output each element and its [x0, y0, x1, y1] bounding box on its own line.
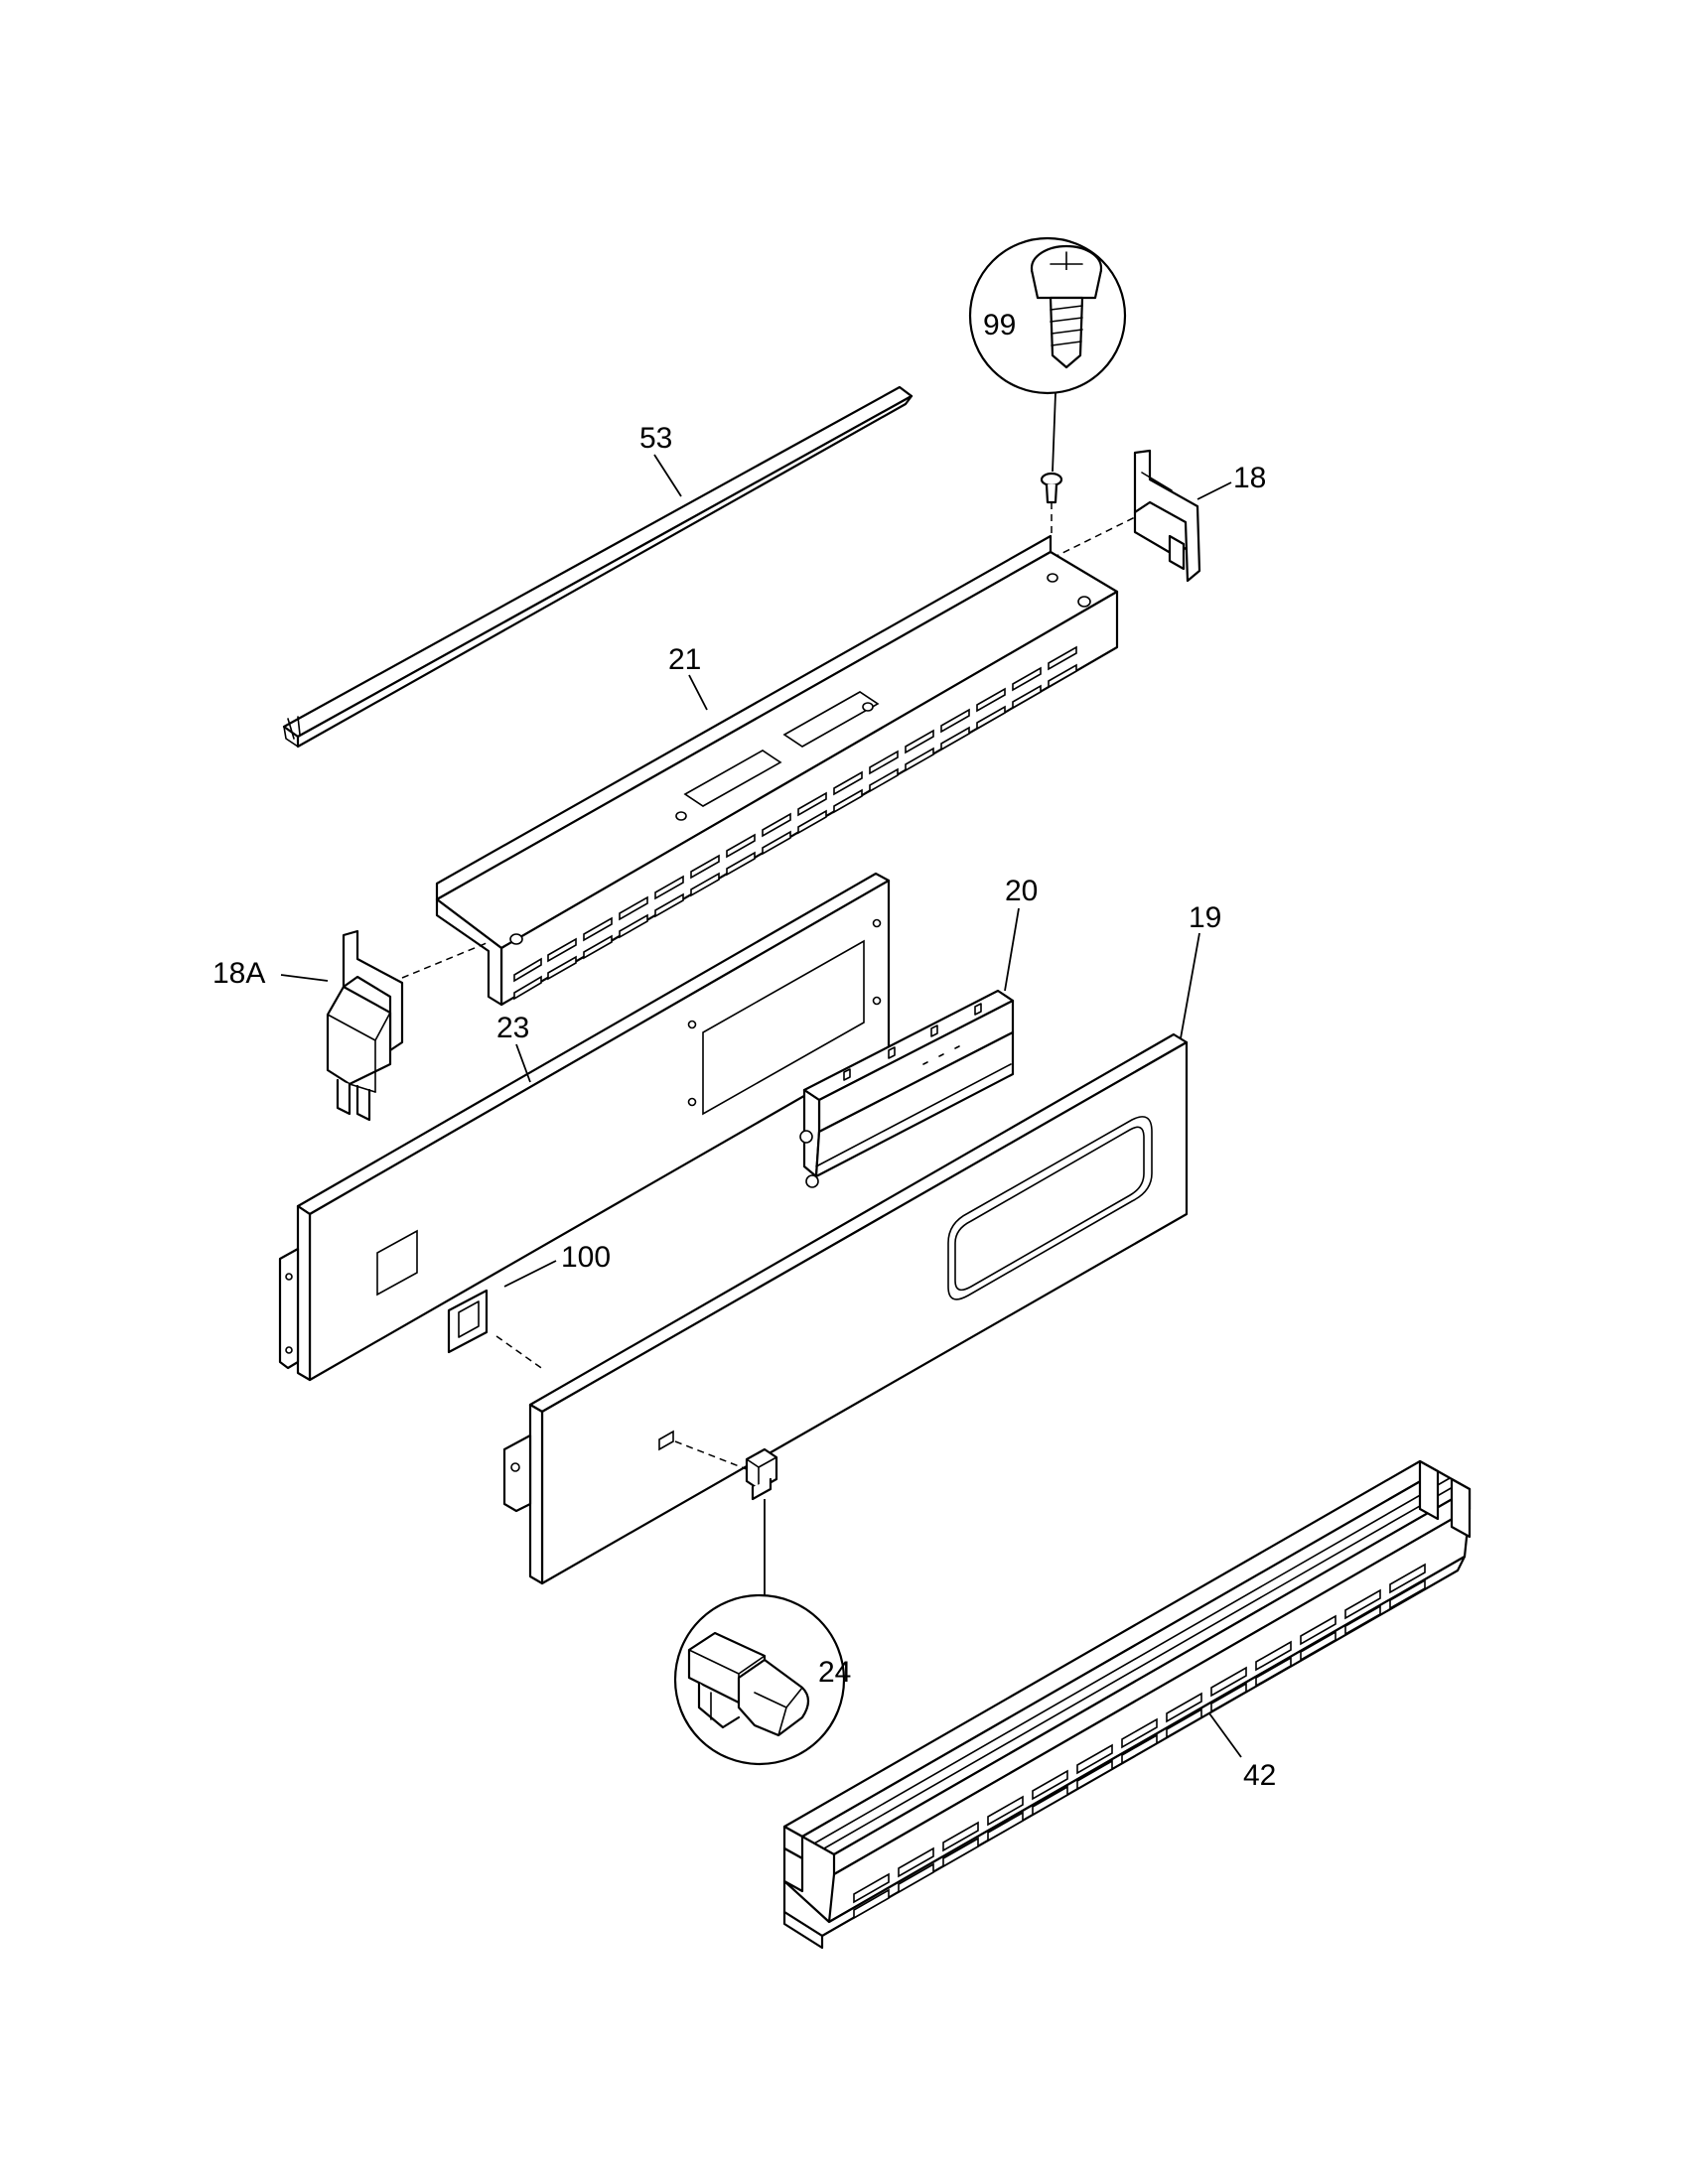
part-99-screw-small: [1040, 472, 1063, 536]
part-42-vent-trim[interactable]: [782, 1459, 1472, 1950]
part-100-gasket[interactable]: [447, 1260, 748, 1470]
callout-18A: 18A: [212, 957, 265, 990]
callout-42: 42: [1243, 1759, 1276, 1792]
callout-23: 23: [496, 1012, 529, 1044]
part-23-backing-panel[interactable]: [278, 872, 891, 1382]
part-99-screw-detail[interactable]: [968, 236, 1127, 473]
part-18-bracket[interactable]: [1052, 449, 1232, 583]
part-53-trim[interactable]: [282, 385, 914, 749]
part-18A-bracket[interactable]: [280, 929, 488, 1122]
callout-53: 53: [639, 422, 672, 455]
callout-99: 99: [983, 309, 1016, 341]
part-20-control-module[interactable]: [799, 907, 1020, 1188]
callout-19: 19: [1189, 901, 1221, 934]
callout-100: 100: [561, 1241, 611, 1274]
part-24-rocker-switch[interactable]: [673, 1447, 846, 1766]
part-21-channel[interactable]: [435, 534, 1119, 1007]
trim-vent-slots: [853, 1563, 1426, 1920]
channel-vent-slots: [513, 645, 1077, 1001]
callout-20: 20: [1005, 875, 1038, 907]
callout-21: 21: [668, 643, 701, 676]
part-19-front-panel[interactable]: [502, 932, 1200, 1585]
callout-24: 24: [818, 1656, 851, 1689]
callout-18: 18: [1233, 462, 1266, 494]
